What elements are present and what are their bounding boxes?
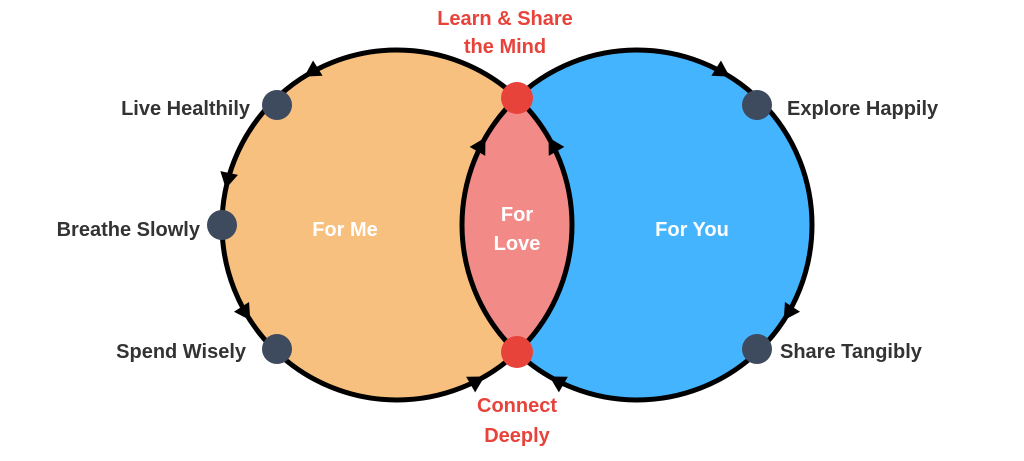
- learn-share-label-2: the Mind: [464, 36, 546, 58]
- learn-share-label-1: Learn & Share: [437, 8, 573, 30]
- live-healthily-node: [262, 90, 292, 120]
- live-healthily-label: Live Healthily: [121, 98, 251, 120]
- arrowhead-icon: [549, 376, 568, 393]
- arrowhead-icon: [304, 60, 323, 77]
- for-love-label-1: For: [501, 204, 533, 226]
- for-love-label-2: Love: [494, 233, 541, 255]
- breathe-slowly-label: Breathe Slowly: [57, 219, 201, 241]
- explore-happily-label: Explore Happily: [787, 98, 939, 120]
- connect-deeply-node: [501, 336, 533, 368]
- arrowhead-icon: [469, 137, 486, 156]
- arrowhead-icon: [220, 171, 238, 189]
- for-me-label: For Me: [312, 219, 378, 241]
- arrowheads: [220, 60, 801, 393]
- explore-happily-node: [742, 90, 772, 120]
- learn-share-node: [501, 82, 533, 114]
- for-you-outline: [459, 47, 815, 403]
- share-tangibly-node: [742, 334, 772, 364]
- arrowhead-icon: [548, 137, 565, 156]
- for-you-label: For You: [655, 219, 729, 241]
- arrowhead-icon: [711, 60, 730, 77]
- arrowhead-icon: [783, 301, 801, 321]
- spend-wisely-node: [262, 334, 292, 364]
- connect-deeply-label-1: Connect: [477, 395, 557, 417]
- arrowhead-icon: [466, 376, 485, 393]
- arrowhead-icon: [233, 301, 251, 321]
- spend-wisely-label: Spend Wisely: [116, 341, 247, 363]
- breathe-slowly-node: [207, 210, 237, 240]
- share-tangibly-label: Share Tangibly: [780, 341, 923, 363]
- connect-deeply-label-2: Deeply: [484, 425, 550, 447]
